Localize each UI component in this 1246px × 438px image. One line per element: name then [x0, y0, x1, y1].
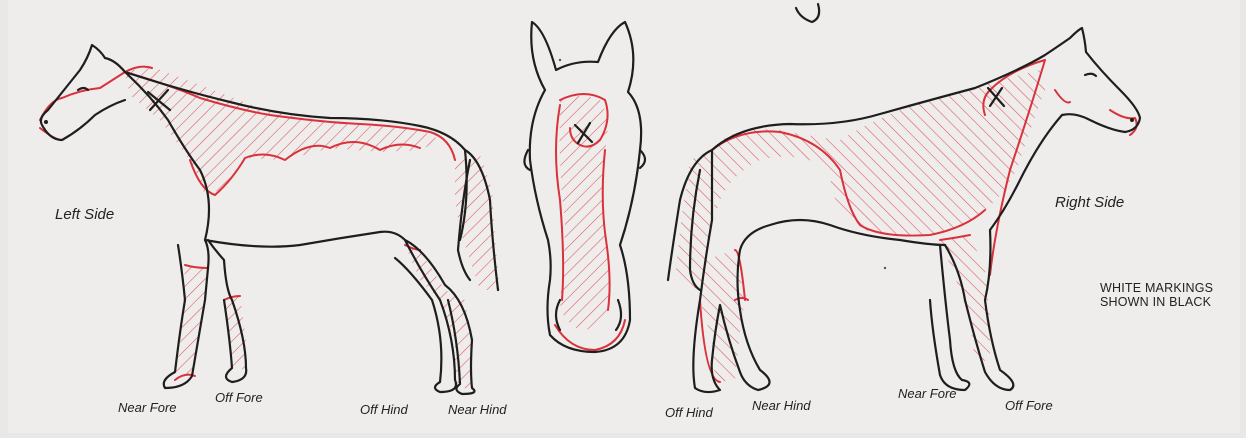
note-line-2: SHOWN IN BLACK	[1100, 295, 1213, 309]
label-right-side: Right Side	[1055, 194, 1124, 211]
note-line-1: WHITE MARKINGS	[1100, 281, 1213, 295]
left-horse-foreleg-marking	[175, 265, 208, 378]
label-off-hind-left: Off Hind	[360, 402, 408, 417]
label-off-hind-right: Off Hind	[665, 405, 713, 420]
left-horse-tail-marking	[455, 155, 500, 290]
label-near-hind-left: Near Hind	[448, 402, 507, 417]
label-near-fore-right: Near Fore	[898, 386, 957, 401]
label-near-hind-right: Near Hind	[752, 398, 811, 413]
label-left-side: Left Side	[55, 206, 114, 223]
label-near-fore-left: Near Fore	[118, 400, 177, 415]
white-markings-note: WHITE MARKINGS SHOWN IN BLACK	[1100, 281, 1213, 309]
label-off-fore-left: Off Fore	[215, 390, 263, 405]
scribble-mark	[796, 4, 819, 22]
left-horse-neck-marking	[125, 66, 440, 195]
label-off-fore-right: Off Fore	[1005, 398, 1053, 413]
front-head	[524, 22, 645, 352]
